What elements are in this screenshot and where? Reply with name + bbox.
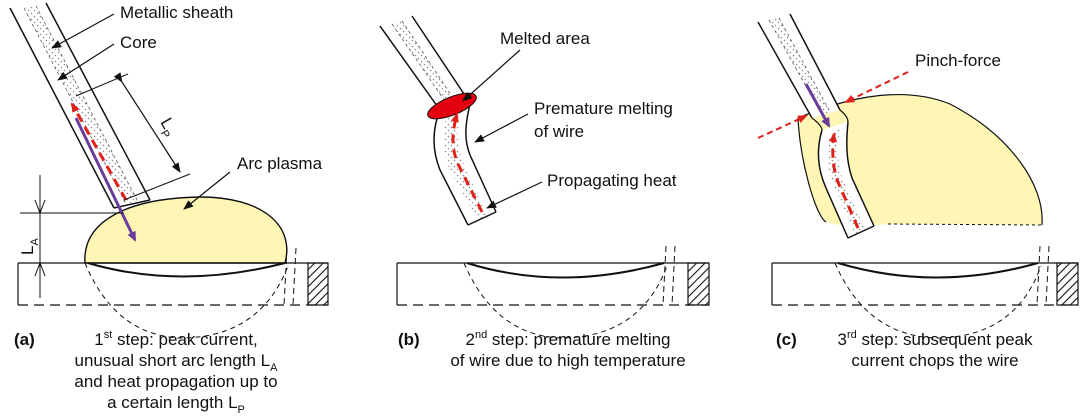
callout-arc — [183, 171, 231, 210]
pinch-arrow-right — [844, 71, 909, 103]
heat-arrow-b — [451, 112, 484, 213]
caption-c: (c) 3rd step: subsequent peak current ch… — [776, 329, 1033, 370]
panel-b: Melted area Premature melting of wire Pr… — [379, 15, 710, 370]
panel-a: LP LA Metallic sheath Core Arc plasma — [9, 2, 329, 416]
label-pinch-force: Pinch-force — [915, 51, 1001, 70]
heat-arrow-c — [829, 132, 860, 229]
svg-text:(c): (c) — [776, 330, 797, 349]
svg-text:a certain length LP: a certain length LP — [107, 393, 245, 416]
electrode-wire-b-upper — [379, 15, 469, 111]
la-label: LA — [18, 238, 41, 255]
callout-core — [57, 43, 115, 81]
workpiece-a — [17, 247, 329, 339]
current-arrow-c — [804, 83, 831, 128]
current-arrow-a — [74, 117, 137, 242]
electrode-wire-c-upper — [757, 13, 841, 119]
svg-text:(b): (b) — [398, 330, 420, 349]
workpiece-c — [771, 245, 1079, 339]
pinch-arrow-left — [757, 115, 808, 139]
electrode-wire-b-lower — [433, 103, 497, 226]
svg-text:current chops the wire: current chops the wire — [851, 351, 1018, 370]
heat-arrow-a — [70, 102, 128, 201]
svg-text:and heat propagation up to: and heat propagation up to — [74, 372, 277, 391]
svg-text:of wire due to high temperatur: of wire due to high temperature — [450, 351, 685, 370]
label-arc-plasma: Arc plasma — [237, 154, 323, 173]
svg-text:1st step: peak current,: 1st step: peak current, — [94, 329, 258, 349]
label-metallic-sheath: Metallic sheath — [120, 3, 233, 22]
label-premature-1: Premature melting — [534, 99, 673, 118]
svg-text:(a): (a) — [14, 330, 35, 349]
callout-melted — [462, 49, 521, 102]
lp-dimension — [75, 72, 191, 201]
workpiece-b — [396, 245, 710, 339]
caption-a: (a) 1st step: peak current, unusual shor… — [14, 329, 278, 416]
callout-sheath — [51, 13, 115, 49]
label-melted-area: Melted area — [500, 29, 590, 48]
arc-plasma-shape — [84, 196, 288, 264]
callout-premature — [474, 113, 529, 143]
svg-text:2nd step: premature melting: 2nd step: premature melting — [465, 329, 670, 349]
panel-c: Pinch-force (c) 3rd step: subsequent pea… — [757, 13, 1079, 370]
callout-heat — [486, 181, 543, 209]
label-propagating-heat: Propagating heat — [547, 171, 677, 190]
label-core: Core — [120, 33, 157, 52]
svg-text:unusual short arc length LA: unusual short arc length LA — [75, 351, 279, 374]
label-premature-2: of wire — [534, 122, 584, 141]
svg-text:3rd step: subsequent peak: 3rd step: subsequent peak — [837, 329, 1033, 349]
caption-b: (b) 2nd step: premature melting of wire … — [398, 329, 686, 370]
